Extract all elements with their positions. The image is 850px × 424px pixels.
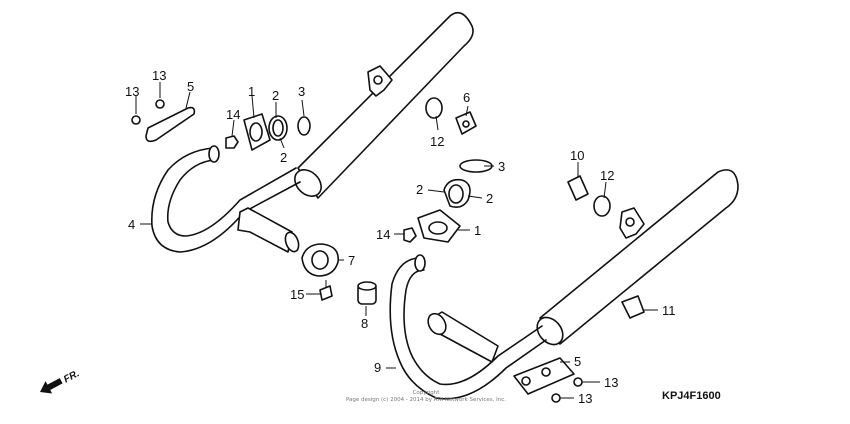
callout-15: 15	[290, 287, 304, 302]
callout-labels: 13 13 5 14 1 2 2 3 4 6 12 3 2 2 14 1 10 …	[125, 68, 676, 406]
copyright-line-1: Copyright	[413, 390, 441, 396]
callout-9: 9	[374, 360, 381, 375]
clip-11	[621, 295, 645, 319]
diagram-code: KPJ4F1600	[662, 390, 721, 402]
upper-muffler	[297, 11, 474, 199]
callout-13: 13	[578, 391, 592, 406]
mount-rubber-upper	[425, 97, 443, 119]
copyright-line-2: Page design (c) 2004 - 2014 by ARI Netwo…	[346, 397, 506, 403]
callout-4: 4	[128, 217, 135, 232]
callout-13: 13	[152, 68, 166, 83]
callout-1: 1	[248, 84, 255, 99]
callout-3: 3	[298, 84, 305, 99]
bolt-13-lower-a	[573, 377, 583, 387]
callout-7: 7	[348, 253, 355, 268]
lower-header-pipe-inner	[403, 269, 543, 386]
callout-3: 3	[498, 159, 505, 174]
heat-protector-upper	[145, 106, 196, 143]
callout-2: 2	[486, 191, 493, 206]
callout-2: 2	[280, 150, 287, 165]
upper-header-pipe-outer	[151, 147, 301, 253]
callout-12: 12	[600, 168, 614, 183]
upper-header-pipe-inner	[166, 159, 297, 237]
bolt-13-lower-b	[551, 393, 561, 403]
front-label: FR.	[62, 368, 81, 385]
callout-6: 6	[463, 90, 470, 105]
upper-joint-pipe	[237, 207, 293, 253]
callout-12: 12	[430, 134, 444, 149]
front-arrow-icon	[40, 378, 63, 394]
callout-13: 13	[604, 375, 618, 390]
front-direction-marker: FR.	[40, 368, 81, 394]
mount-collar-10	[567, 175, 589, 201]
callout-11: 11	[662, 303, 676, 318]
callout-1: 1	[474, 223, 481, 238]
callout-2: 2	[416, 182, 423, 197]
lower-header-pipe-outer	[389, 257, 547, 400]
callout-14: 14	[376, 227, 390, 242]
callout-2: 2	[272, 88, 279, 103]
leader-lines	[135, 82, 658, 399]
callout-14: 14	[226, 107, 240, 122]
lower-muffler	[539, 169, 739, 345]
callout-10: 10	[570, 148, 584, 163]
joint-nut-upper	[225, 135, 239, 149]
callout-5: 5	[574, 354, 581, 369]
upper-exhaust-assembly	[151, 11, 474, 253]
callout-8: 8	[361, 316, 368, 331]
joint-nut-lower	[403, 227, 417, 243]
bolt-15	[319, 285, 333, 301]
lower-exhaust-assembly	[389, 169, 739, 400]
mount-rubber-lower	[593, 195, 611, 217]
callout-13: 13	[125, 84, 139, 99]
callout-5: 5	[187, 79, 194, 94]
gasket-upper	[297, 116, 311, 136]
